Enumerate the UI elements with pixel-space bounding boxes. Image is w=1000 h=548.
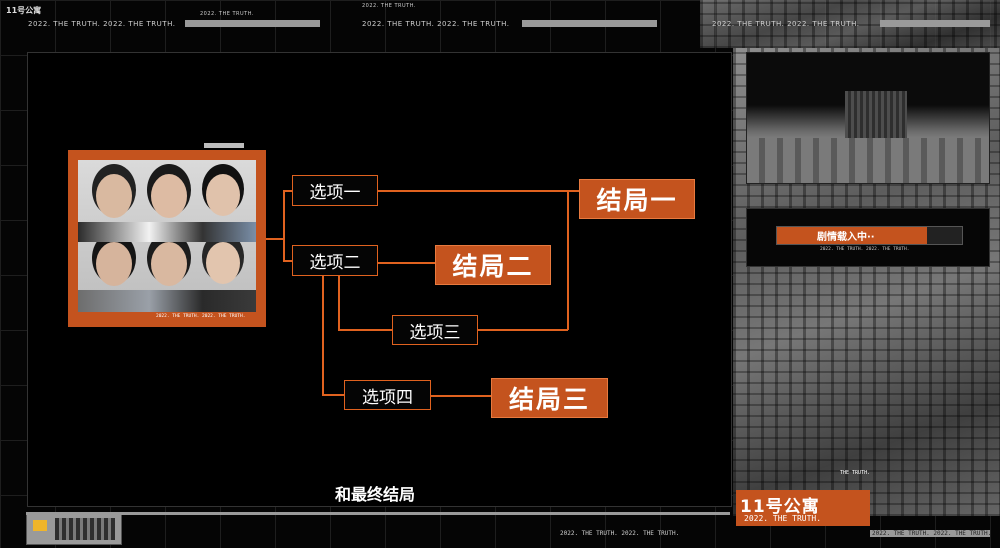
cast-member-5	[151, 242, 187, 286]
header-bar-left	[185, 20, 320, 27]
cast-member-3	[206, 174, 240, 216]
connector	[322, 394, 344, 396]
connector	[377, 262, 435, 264]
footer-logo: 11号公寓	[740, 497, 820, 517]
bottom-strip-1: 2022. THE TRUTH. 2022. THE TRUTH.	[560, 530, 680, 537]
connector	[283, 260, 293, 262]
option-3-button[interactable]: 选项三	[392, 315, 478, 345]
option-1-button[interactable]: 选项一	[292, 175, 378, 206]
bottom-device	[26, 513, 122, 545]
loading-bar-fill	[777, 227, 927, 244]
connector	[430, 395, 492, 397]
option-2-button[interactable]: 选项二	[292, 245, 378, 276]
preview-ground	[747, 138, 989, 183]
header-logo: 11号公寓	[6, 6, 42, 15]
header-caption-center: 2022. THE TRUTH. 2022. THE TRUTH.	[362, 20, 510, 28]
bottom-strip-2: 2022. THE TRUTH. 2022. THE TRUTH.	[872, 530, 992, 537]
side-caption: THE TRUTH.	[840, 470, 871, 476]
connector	[266, 238, 284, 240]
loading-label: 剧情载入中··	[817, 232, 875, 243]
bottom-rail	[26, 512, 730, 515]
cast-member-4	[96, 242, 132, 286]
header-caption-small-1: 2022. THE TRUTH.	[200, 11, 254, 17]
preview-window	[746, 52, 990, 184]
header-bar-center	[522, 20, 657, 27]
indicator-light	[33, 520, 47, 531]
connector	[338, 276, 340, 330]
cast-photo-frame: 2022. THE TRUTH. 2022. THE TRUTH.	[68, 150, 266, 327]
bottom-bar-right	[870, 530, 990, 537]
header-caption-small-2: 2022. THE TRUTH.	[362, 3, 416, 9]
loading-bar: 剧情载入中··	[776, 226, 963, 245]
footer-caption: 2022. THE TRUTH.	[744, 514, 822, 523]
cast-photo	[78, 160, 256, 312]
footer-logo-block: 11号公寓 2022. THE TRUTH.	[736, 490, 870, 526]
connector	[377, 190, 580, 192]
connector	[567, 190, 569, 330]
subtitle: 和最终结局	[334, 485, 415, 504]
option-4-button[interactable]: 选项四	[344, 380, 431, 410]
cast-clothing-row-1	[78, 222, 256, 242]
ending-3-button[interactable]: 结局三	[491, 378, 608, 418]
ending-2-button[interactable]: 结局二	[435, 245, 551, 285]
connector	[322, 276, 324, 395]
connector	[283, 190, 285, 261]
ending-1-button[interactable]: 结局一	[579, 179, 695, 219]
connector	[338, 329, 393, 331]
cast-member-1	[96, 174, 132, 218]
device-slots	[55, 518, 115, 540]
connector	[477, 329, 568, 331]
photo-tab	[204, 143, 244, 148]
loading-caption: 2022. THE TRUTH. 2022. THE TRUTH.	[820, 247, 910, 252]
cast-member-2	[151, 174, 187, 218]
header-caption-right: 2022. THE TRUTH. 2022. THE TRUTH.	[712, 20, 860, 28]
cast-member-6	[206, 242, 240, 284]
preview-building	[845, 91, 907, 143]
cast-clothing-row-2	[78, 290, 256, 312]
connector	[283, 190, 293, 192]
header-caption-left: 2022. THE TRUTH. 2022. THE TRUTH.	[28, 20, 176, 28]
photo-caption: 2022. THE TRUTH. 2022. THE TRUTH.	[156, 314, 246, 319]
header-bar-right	[880, 20, 990, 27]
